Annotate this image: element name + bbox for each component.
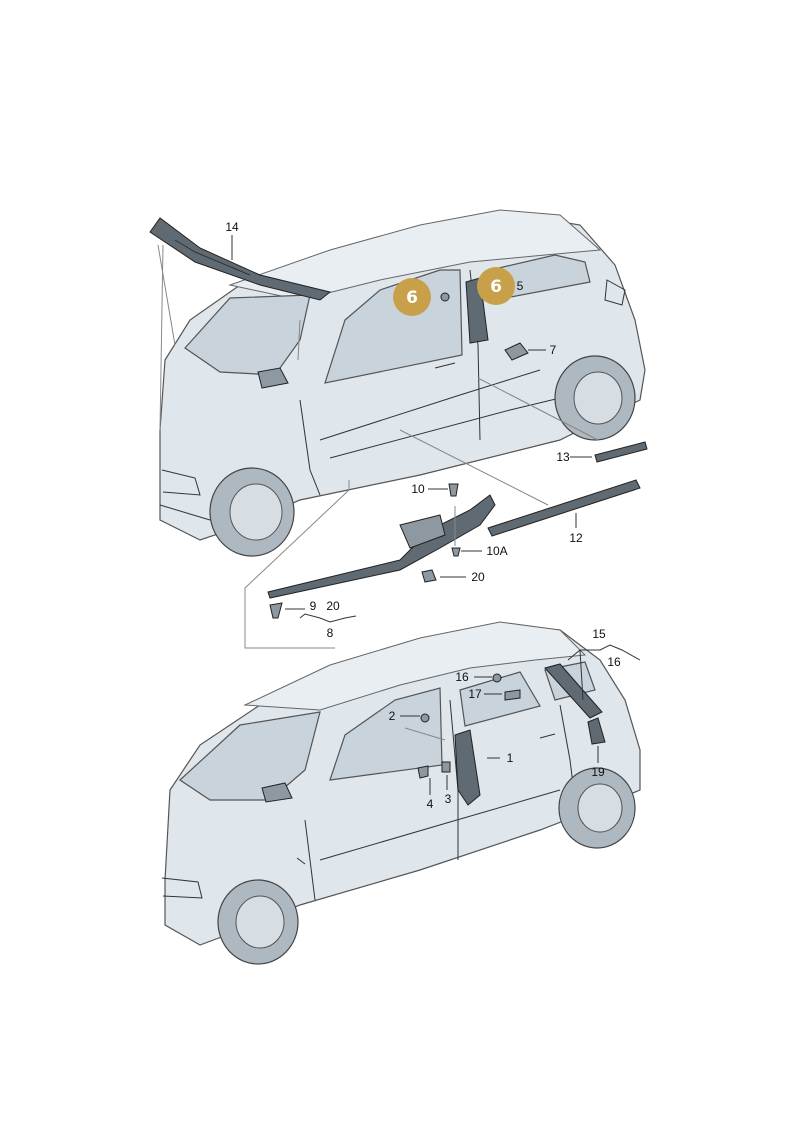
label-part-1: 1 bbox=[507, 751, 514, 765]
upper-car bbox=[149, 209, 648, 649]
label-part-20-lower: 20 bbox=[326, 599, 340, 613]
label-part-19: 19 bbox=[591, 765, 605, 779]
label-part-5: 5 bbox=[517, 279, 524, 293]
label-part-8: 8 bbox=[327, 626, 334, 640]
lower-car bbox=[161, 621, 641, 965]
label-part-12: 12 bbox=[569, 531, 583, 545]
callout-6-right-label: 6 bbox=[490, 277, 502, 297]
label-part-7: 7 bbox=[550, 343, 557, 357]
label-part-17: 17 bbox=[468, 687, 482, 701]
label-part-9: 9 bbox=[310, 599, 317, 613]
callout-6-left-label: 6 bbox=[406, 288, 418, 308]
callout-6-left-badge bbox=[393, 278, 431, 316]
label-part-2: 2 bbox=[389, 709, 396, 723]
label-part-10a: 10A bbox=[486, 544, 507, 558]
callout-6-left[interactable]: 6 bbox=[393, 278, 431, 316]
label-part-16-right: 16 bbox=[607, 655, 621, 669]
label-part-13: 13 bbox=[556, 450, 570, 464]
label-part-16-left: 16 bbox=[455, 670, 469, 684]
label-part-10: 10 bbox=[411, 482, 425, 496]
label-part-14: 14 bbox=[225, 220, 239, 234]
label-part-3: 3 bbox=[445, 792, 452, 806]
label-part-20-upper: 20 bbox=[471, 570, 485, 584]
label-part-4: 4 bbox=[427, 797, 434, 811]
label-part-15: 15 bbox=[592, 627, 606, 641]
callout-6-right-badge bbox=[477, 267, 515, 305]
callout-6-right[interactable]: 6 bbox=[477, 267, 515, 305]
